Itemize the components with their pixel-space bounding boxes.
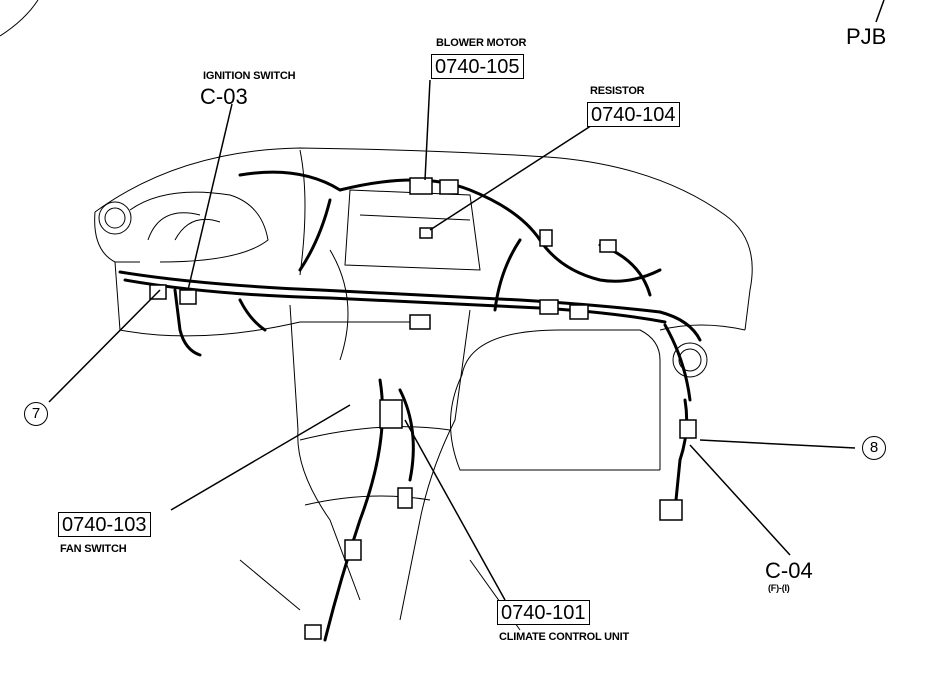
c04-sub: (F)-(I) <box>768 583 790 593</box>
fan-switch-title: FAN SWITCH <box>60 543 127 555</box>
climate-control-title: CLIMATE CONTROL UNIT <box>499 631 630 643</box>
callout-7: 7 <box>24 402 48 426</box>
blower-motor-title: BLOWER MOTOR <box>436 37 527 49</box>
climate-control-code-box[interactable]: 0740-101 <box>497 600 590 625</box>
connectors <box>149 177 697 640</box>
resistor-code-box[interactable]: 0740-104 <box>587 102 680 127</box>
dashboard-outline <box>0 0 885 631</box>
leader-lines <box>48 79 856 601</box>
c04-code: C-04 <box>765 558 813 583</box>
resistor-title: RESISTOR <box>590 85 645 97</box>
pjb-label: PJB <box>846 24 887 49</box>
fan-switch-code-box[interactable]: 0740-103 <box>58 512 151 537</box>
wiring-harness <box>118 170 702 642</box>
ignition-switch-title: IGNITION SWITCH <box>203 70 296 82</box>
callout-8: 8 <box>862 436 886 460</box>
blower-motor-code-box[interactable]: 0740-105 <box>431 54 524 79</box>
ignition-switch-code: C-03 <box>200 84 248 109</box>
